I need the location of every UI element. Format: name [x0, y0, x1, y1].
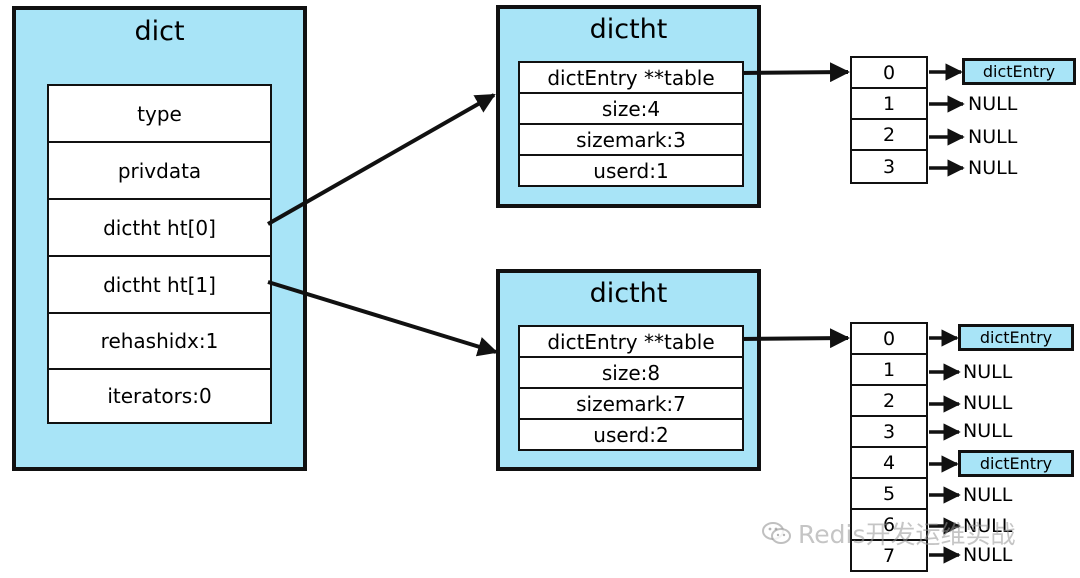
ht1-target-5: NULL	[963, 484, 1013, 506]
dict-field-type: type	[49, 86, 270, 143]
ht1-bucket-0: 0	[852, 324, 926, 355]
ht0-table-arrow	[741, 62, 850, 83]
dictht-ht1: dictht dictEntry **table size:8 sizemark…	[496, 269, 761, 471]
ht1-bucket-4: 4	[852, 448, 926, 479]
dictht-ht1-title: dictht	[589, 278, 668, 309]
ht1-target-3: NULL	[963, 420, 1013, 442]
ht0-target-2: NULL	[968, 126, 1018, 148]
dictht-ht0-fields: dictEntry **table size:4 sizemark:3 user…	[518, 61, 744, 187]
ht1-field-table: dictEntry **table	[520, 327, 742, 358]
ht0-field-userd: userd:1	[520, 156, 742, 185]
dict-field-privdata: privdata	[49, 143, 270, 200]
ht0-field-size: size:4	[520, 94, 742, 125]
dict-field-ht0: dictht ht[0]	[49, 200, 270, 257]
dictht-ht1-fields: dictEntry **table size:8 sizemark:7 user…	[518, 325, 744, 451]
dict-field-iterators: iterators:0	[49, 370, 270, 422]
ht1-bucket-2: 2	[852, 386, 926, 417]
ht1-field-sizemark: sizemark:7	[520, 389, 742, 420]
ht1-target-6: NULL	[963, 515, 1013, 537]
ht0-bucket-array: 0 1 2 3	[850, 56, 928, 184]
dict-field-ht1: dictht ht[1]	[49, 257, 270, 314]
ht1-target-7: NULL	[963, 544, 1013, 566]
watermark: Redis开发运维实战	[762, 515, 1015, 551]
ht1-table-arrow	[741, 328, 850, 349]
ht1-bucket-5: 5	[852, 479, 926, 510]
dict-field-rehashidx: rehashidx:1	[49, 314, 270, 370]
ht0-pointer-arrow	[267, 93, 496, 226]
ht0-bucket-0: 0	[852, 58, 926, 89]
ht1-bucket-7: 7	[882, 544, 896, 567]
ht0-bucket-1: 1	[852, 89, 926, 120]
ht0-bucket-2: 2	[852, 120, 926, 151]
wechat-icon	[762, 522, 791, 544]
ht0-target-0: dictEntry	[962, 58, 1076, 85]
ht1-bucket-6: 6	[852, 510, 926, 541]
ht0-bucket-3: 3	[882, 155, 896, 178]
dictht-ht0-title: dictht	[589, 14, 668, 45]
dict-title: dict	[134, 16, 185, 47]
ht1-target-4: dictEntry	[958, 450, 1074, 477]
ht0-target-3: NULL	[968, 157, 1018, 179]
ht1-bucket-1: 1	[852, 355, 926, 386]
watermark-text: Redis开发运维实战	[798, 520, 1016, 549]
dict-struct: dict type privdata dictht ht[0] dictht h…	[12, 6, 307, 471]
dict-field-list: type privdata dictht ht[0] dictht ht[1] …	[47, 84, 272, 424]
ht1-pointer-arrow	[267, 280, 498, 357]
ht0-target-1: NULL	[968, 93, 1018, 115]
ht0-field-sizemark: sizemark:3	[520, 125, 742, 156]
dictht-ht0: dictht dictEntry **table size:4 sizemark…	[496, 5, 761, 208]
ht1-field-userd: userd:2	[520, 420, 742, 449]
ht1-target-1: NULL	[963, 361, 1013, 383]
ht1-bucket-array: 0 1 2 3 4 5 6 7	[850, 322, 928, 572]
ht1-target-0: dictEntry	[958, 324, 1074, 351]
ht1-bucket-3: 3	[852, 417, 926, 448]
ht1-target-2: NULL	[963, 392, 1013, 414]
ht1-field-size: size:8	[520, 358, 742, 389]
ht0-field-table: dictEntry **table	[520, 63, 742, 94]
